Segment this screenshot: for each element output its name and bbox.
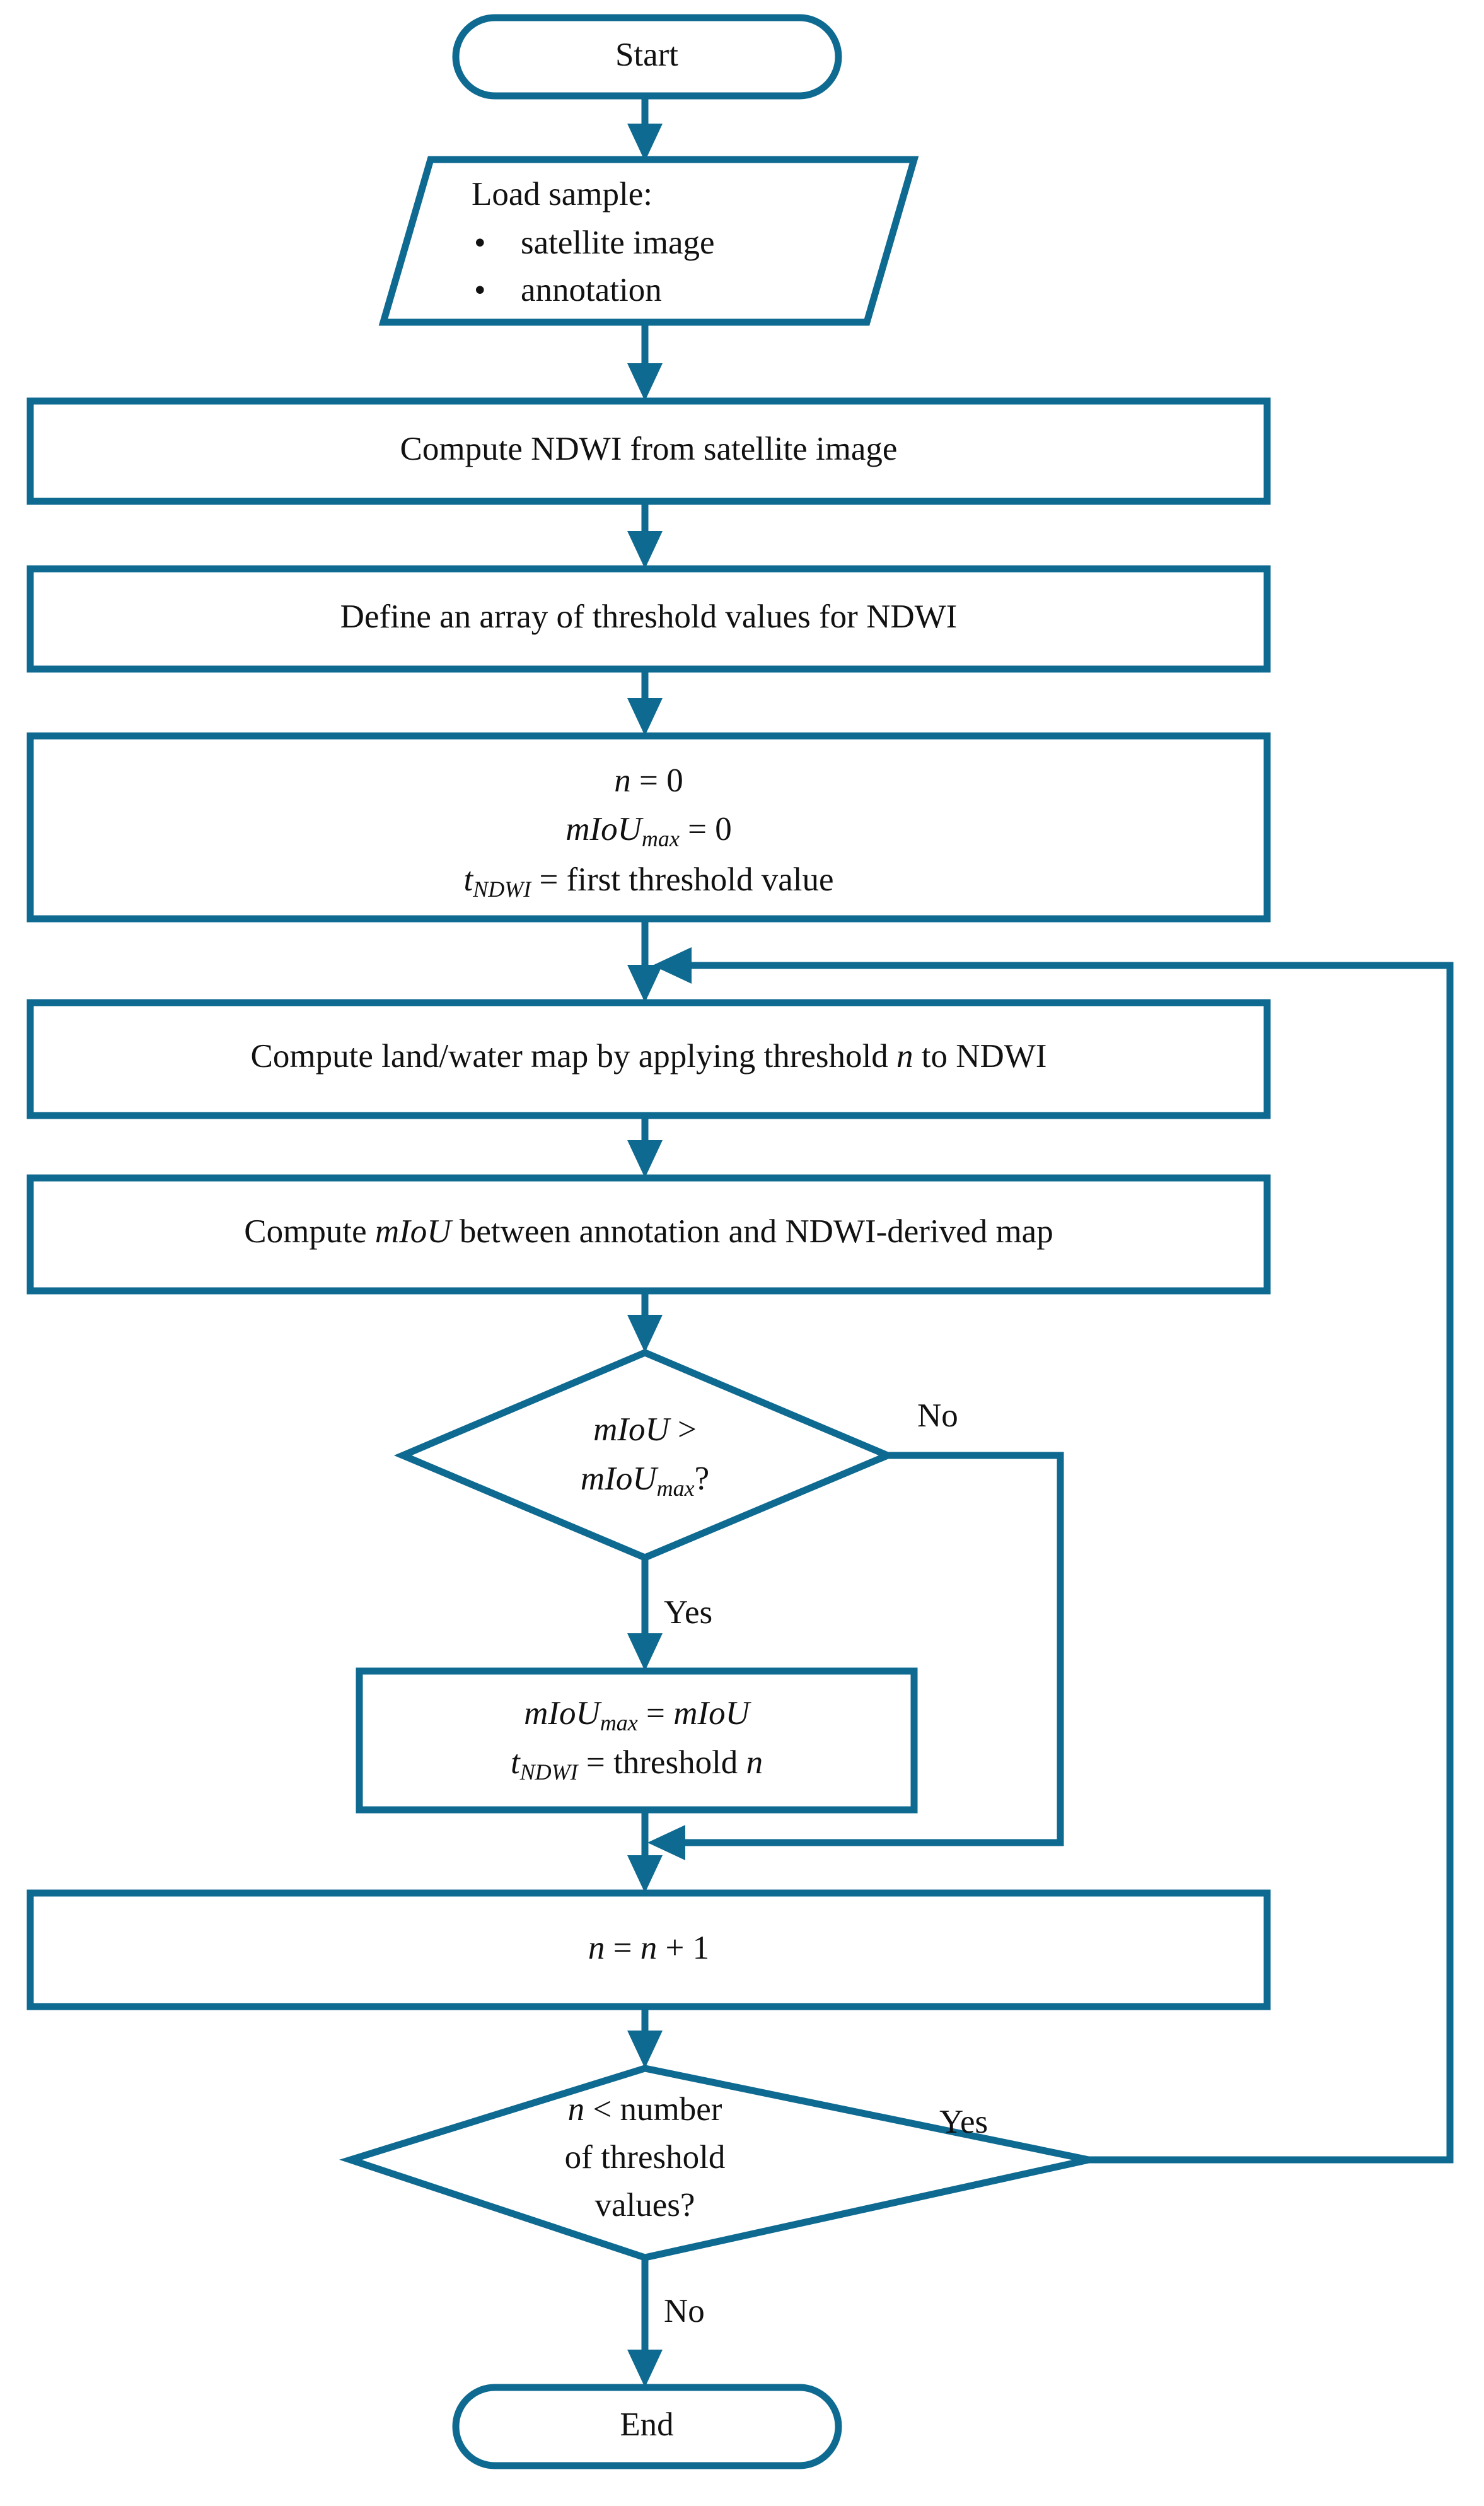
load-sample-bullet-glyph-1: •: [474, 224, 486, 261]
decision-better-shape: [393, 1349, 897, 1561]
edge-loop-back-outer: [652, 947, 1454, 2164]
node-decision-loop[interactable]: n < number of threshold values?: [339, 2065, 1090, 2261]
node-increment[interactable]: n = n + 1: [26, 1889, 1271, 2010]
decision-loop-shape: [339, 2065, 1090, 2261]
compute-ndwi-shape: [26, 397, 1271, 505]
edge-miou-to-decision: [627, 1291, 663, 1353]
update-best-shape: [356, 1667, 918, 1814]
node-compute-ndwi[interactable]: Compute NDWI from satellite image: [26, 397, 1271, 505]
edge-label-better-yes: Yes: [664, 1594, 712, 1631]
edge-label-better-no: No: [917, 1397, 958, 1434]
init-shape: [26, 732, 1271, 923]
decision-loop-line-2: of threshold: [565, 2139, 726, 2176]
edge-increment-to-loop-decision: [627, 2007, 663, 2068]
node-load-sample[interactable]: Load sample: • satellite image • annotat…: [378, 156, 919, 326]
edge-label-loop-yes: Yes: [939, 2104, 988, 2140]
load-sample-io-shape: [378, 156, 919, 326]
edge-load-to-ndwi: [627, 325, 663, 401]
init-line-1: n = 0: [614, 762, 683, 799]
edge-decision-no-bypass: [647, 1452, 1064, 1860]
decision-loop-line-3: values?: [595, 2187, 695, 2223]
compute-miou-shape: [26, 1174, 1271, 1295]
decision-better-line-2: mIoUmax?: [581, 1460, 709, 1501]
node-init[interactable]: n = 0 mIoUmax = 0 tNDWI = first threshol…: [26, 732, 1271, 923]
load-sample-title: Load sample:: [472, 176, 652, 213]
start-terminator-shape: [452, 14, 842, 100]
node-update-best[interactable]: mIoUmax = mIoU tNDWI = threshold n: [356, 1667, 918, 1814]
end-label: End: [620, 2406, 673, 2443]
edge-define-to-init: [627, 668, 663, 736]
start-label: Start: [615, 37, 678, 73]
node-end[interactable]: End: [452, 2384, 842, 2469]
edge-ndwi-to-define: [627, 501, 663, 569]
edge-start-to-load: [627, 96, 663, 161]
load-sample-bullet-1: satellite image: [521, 224, 715, 261]
edge-loop-no-to-end: [627, 2258, 663, 2387]
init-line-2: mIoUmax = 0: [565, 811, 732, 851]
node-compute-miou[interactable]: Compute mIoU between annotation and NDWI…: [26, 1174, 1271, 1295]
define-thresholds-label: Define an array of threshold values for …: [340, 598, 958, 635]
edge-apply-to-miou: [627, 1116, 663, 1178]
node-decision-better[interactable]: mIoU > mIoUmax?: [393, 1349, 897, 1561]
apply-threshold-shape: [26, 999, 1271, 1119]
update-best-line-1: mIoUmax = mIoU: [524, 1695, 752, 1735]
increment-label: n = n + 1: [588, 1930, 709, 1966]
node-start[interactable]: Start: [452, 14, 842, 100]
init-line-3: tNDWI = first threshold value: [463, 861, 833, 902]
decision-loop-line-1: n < number: [568, 2091, 722, 2128]
node-define-thresholds[interactable]: Define an array of threshold values for …: [26, 565, 1271, 673]
edge-label-loop-no: No: [664, 2293, 705, 2329]
load-sample-bullet-glyph-2: •: [474, 272, 486, 308]
apply-threshold-label: Compute land/water map by applying thres…: [251, 1038, 1047, 1075]
update-best-line-2: tNDWI = threshold n: [511, 1744, 763, 1785]
edge-init-to-apply: [627, 918, 663, 1003]
edge-update-to-increment: [627, 1810, 663, 1893]
edge-decision-yes-to-update: [627, 1558, 663, 1671]
compute-ndwi-label: Compute NDWI from satellite image: [400, 431, 898, 467]
compute-miou-label: Compute mIoU between annotation and NDWI…: [244, 1213, 1053, 1250]
node-apply-threshold[interactable]: Compute land/water map by applying thres…: [26, 999, 1271, 1119]
increment-shape: [26, 1889, 1271, 2010]
define-thresholds-shape: [26, 565, 1271, 673]
end-terminator-shape: [452, 2384, 842, 2469]
load-sample-bullet-2: annotation: [521, 272, 662, 308]
decision-better-line-1: mIoU >: [593, 1411, 697, 1448]
